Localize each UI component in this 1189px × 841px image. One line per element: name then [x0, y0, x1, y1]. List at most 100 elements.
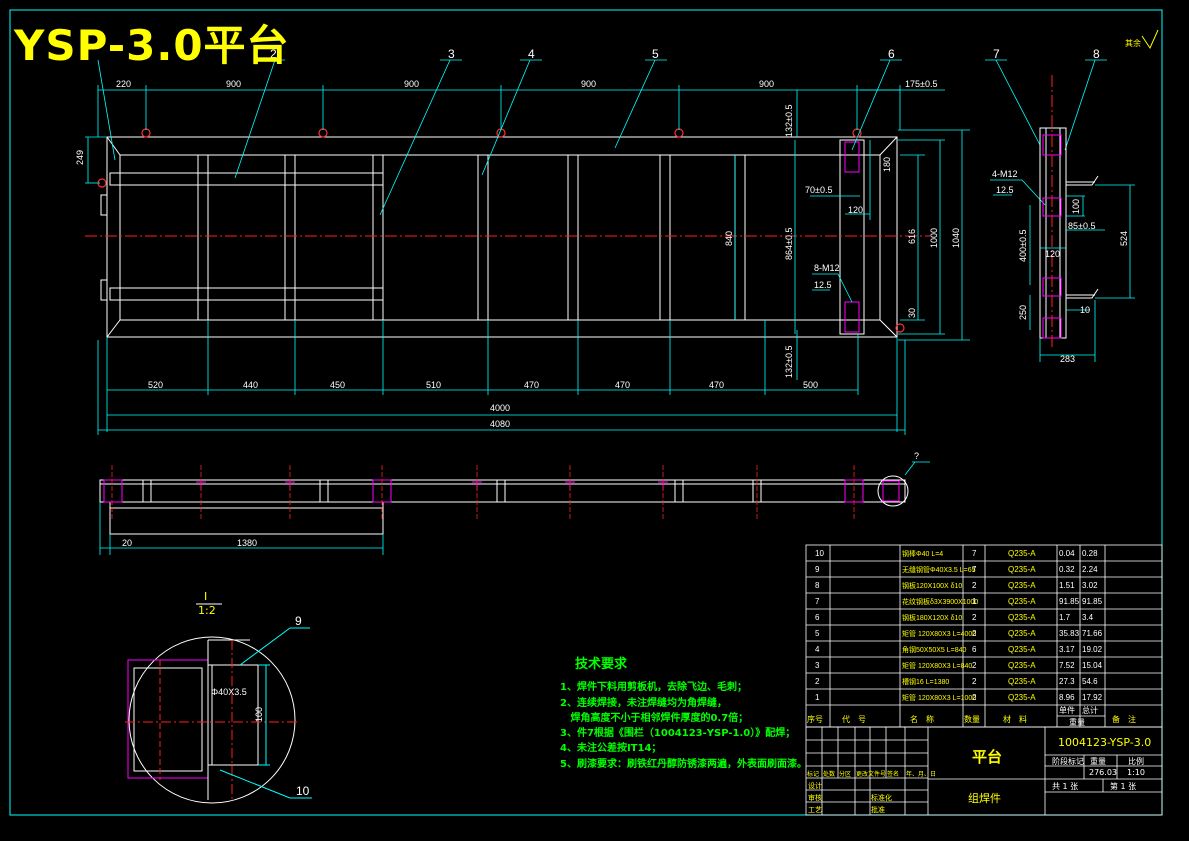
bottom-dim-4: 510 [426, 380, 441, 390]
dim-30: 30 [907, 308, 917, 318]
bom-cell-mat: Q235-A [1008, 629, 1036, 638]
bom-cell-name: 角钢50X50X5 L=840 [902, 645, 967, 654]
bom-cell-qty: 2 [972, 629, 977, 638]
callout-3: 3 [448, 47, 455, 61]
revision-cell: 处数 [823, 770, 835, 778]
bom-cell-no: 10 [815, 549, 824, 558]
bom-cell-unit: 91.85 [1059, 597, 1080, 606]
bom-cell-total: 91.85 [1082, 597, 1103, 606]
bom-cell-unit: 8.96 [1059, 693, 1075, 702]
title-block-sheet-total: 共 1 张 [1052, 782, 1078, 791]
approval-role: 工艺 [808, 806, 822, 814]
dim-1040: 1040 [951, 228, 961, 248]
bom-cell-name: 钢棒Φ40 L=4 [902, 549, 943, 558]
bom-h-qty: 数量 [964, 714, 980, 724]
bom-cell-no: 9 [815, 565, 820, 574]
top-dim-5: 900 [759, 79, 774, 89]
front-detail-ref: ? [914, 451, 919, 461]
title-block [805, 726, 1163, 816]
bom-h-name: 名 称 [910, 714, 934, 724]
top-dim-2: 900 [226, 79, 241, 89]
tech-item-5: 4、未注公差按IT14； [560, 741, 661, 754]
bom-cell-unit: 7.52 [1059, 661, 1075, 670]
title-block-scale-label: 比例 [1128, 756, 1144, 766]
tech-item-3: 焊角高度不小于相邻焊件厚度的0.7倍； [560, 711, 748, 724]
approval-role: 审核 [808, 793, 822, 802]
revision-cell: 分区 [839, 770, 851, 778]
title-block-stage: 阶段标记 [1052, 756, 1084, 766]
bom-cell-mat: Q235-A [1008, 597, 1036, 606]
bom-h-total: 总计 [1082, 705, 1098, 715]
front-dim-20: 20 [122, 538, 132, 548]
bom-cell-unit: 0.04 [1059, 549, 1075, 558]
callout-2: 2 [270, 47, 277, 61]
bom-cell-qty: 2 [972, 581, 977, 590]
bottom-dim-8: 500 [803, 380, 818, 390]
bom-cell-qty: 2 [972, 661, 977, 670]
bom-cell-unit: 1.51 [1059, 581, 1075, 590]
callout-8: 8 [1093, 47, 1100, 61]
top-dim-6: 175±0.5 [905, 79, 937, 89]
bom-cell-unit: 35.83 [1059, 629, 1080, 638]
revision-cell: 签名 [887, 770, 899, 778]
bom-cell-qty: 7 [972, 549, 977, 558]
bom-cell-no: 5 [815, 629, 820, 638]
front-view-markers [196, 481, 668, 490]
bom-cell-total: 54.6 [1082, 677, 1098, 686]
top-dim-1: 220 [116, 79, 131, 89]
bom-cell-name: 槽钢16 L=1380 [902, 677, 949, 686]
bottom-dim-2: 440 [243, 380, 258, 390]
side-dim-85: 85±0.5 [1068, 221, 1095, 231]
top-dim-3: 900 [404, 79, 419, 89]
side-dim-524: 524 [1119, 231, 1129, 246]
dim-840: 840 [724, 231, 734, 246]
side-dim-120: 120 [1045, 249, 1060, 259]
bom-h-unit: 单件 [1059, 705, 1075, 715]
dim-120-plan: 120 [848, 205, 863, 215]
dim-616: 616 [907, 229, 917, 244]
bottom-dim-1: 520 [148, 380, 163, 390]
drawing-title: YSP-3.0平台 [14, 21, 290, 70]
bom-cell-name: 无缝钢管Φ40X3.5 L=65 [902, 565, 976, 574]
dim-1000: 1000 [929, 228, 939, 248]
tech-item-2: 2、连续焊接，未注焊缝均为角焊缝， [560, 696, 727, 709]
drawing-frame [9, 9, 1163, 816]
bom-cell-qty: 7 [972, 565, 977, 574]
bom-h-note: 备 注 [1112, 714, 1136, 724]
detail-part-10: 10 [296, 784, 310, 798]
overall-dim-4000: 4000 [490, 403, 510, 413]
bom-cell-no: 3 [815, 661, 820, 670]
side-dim-lines [1029, 184, 1135, 362]
tech-title: 技术要求 [575, 656, 628, 672]
detail-pipe: Φ40X3.5 [211, 687, 247, 697]
front-center-ticks [111, 465, 855, 520]
dim-70: 70±0.5 [805, 185, 832, 195]
bom-cell-total: 15.04 [1082, 661, 1103, 670]
top-dim-lines [97, 85, 945, 137]
bottom-dim-lines [97, 320, 906, 435]
callout-7: 7 [993, 47, 1000, 61]
bom-cell-no: 8 [815, 581, 820, 590]
hole-note-leaders [812, 179, 1046, 303]
bom-cell-name: 钢板180X120X δ10 [902, 613, 962, 622]
revision-row: 标记处数分区更改文件号签名年、月、日 [807, 770, 936, 778]
side-dim-400: 400±0.5 [1018, 230, 1028, 262]
bom-cell-unit: 1.7 [1059, 613, 1071, 622]
tech-item-4: 3、件7根据《围栏（1004123-YSP-1.0）》配焊； [560, 726, 795, 739]
callout-5: 5 [652, 47, 659, 61]
bom-cell-qty: 2 [972, 613, 977, 622]
bom-cell-name: 钢板120X100X δ10 [902, 581, 962, 590]
callout-leaders [97, 59, 1107, 216]
approval-role: 标准化 [871, 793, 892, 802]
bom-cell-qty: 2 [972, 693, 977, 702]
bom-cell-mat: Q235-A [1008, 549, 1036, 558]
front-dim-1380: 1380 [237, 538, 257, 548]
detail-scale: 1:2 [198, 604, 216, 617]
dim-864: 864±0.5 [784, 228, 794, 260]
bom-cell-qty: 2 [972, 677, 977, 686]
hole-note-4m12-depth: 12.5 [996, 185, 1014, 195]
bom-cell-qty: 1 [972, 597, 977, 606]
